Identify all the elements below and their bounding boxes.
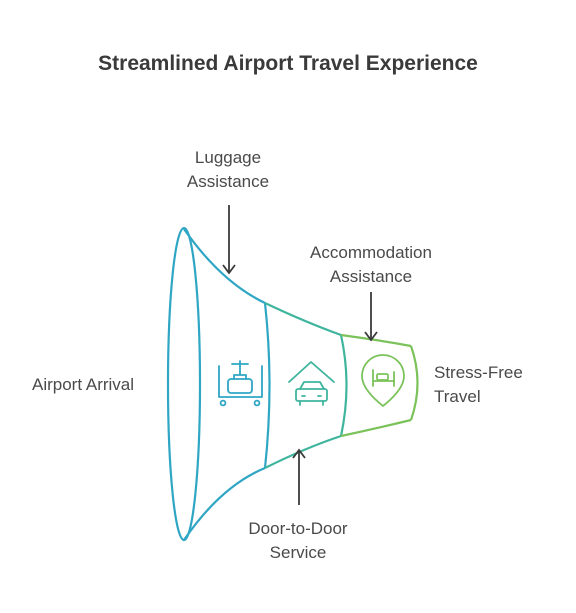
funnel-stage-2 [264,302,348,469]
arrow-accommodation [364,292,378,342]
arrow-door-to-door [292,448,306,505]
arrow-luggage [222,205,236,275]
luggage-cart-icon [218,360,263,407]
funnel-stage-1 [166,226,271,542]
bed-location-icon [361,354,405,407]
funnel-stage-3 [340,333,419,438]
car-home-icon [288,361,335,406]
label-airport-arrival: Airport Arrival [32,375,135,394]
diagram-title: Streamlined Airport Travel Experience [98,52,478,75]
